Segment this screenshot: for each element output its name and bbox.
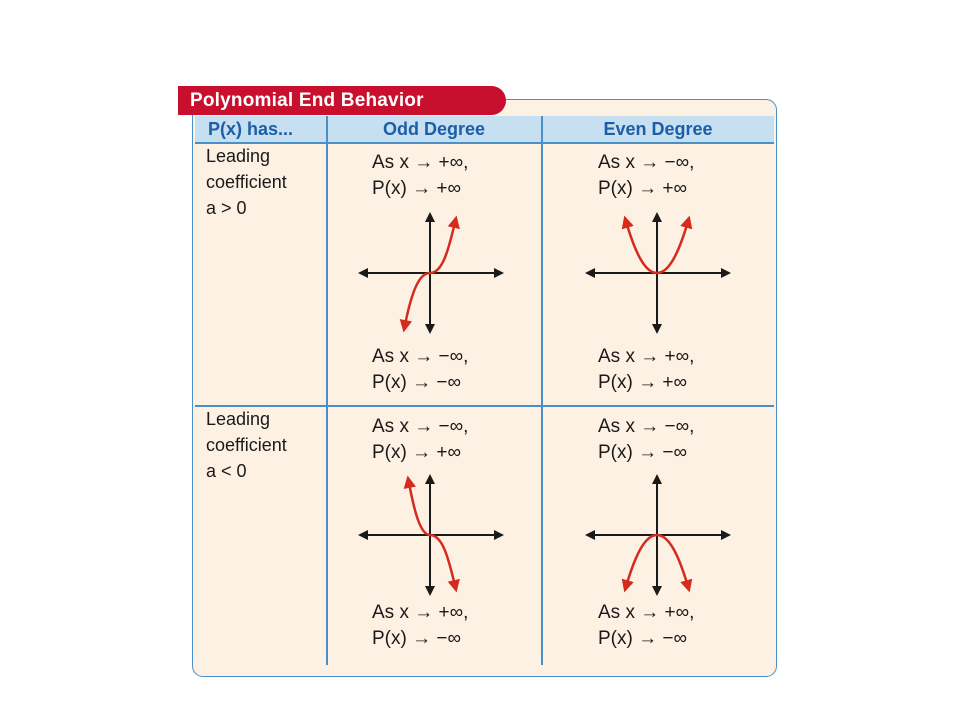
- odd-degree-header: Odd Degree: [327, 116, 541, 143]
- even-negative-bottom-statement: As x → +∞, P(x) → −∞: [598, 600, 694, 652]
- statement-line: P(x) → −∞: [372, 628, 462, 649]
- statement-line: As x → +∞,: [598, 602, 695, 623]
- statement-line: P(x) → −∞: [372, 372, 462, 393]
- even-degree-header: Even Degree: [542, 116, 774, 143]
- odd-negative-bottom-statement: As x → +∞, P(x) → −∞: [372, 600, 468, 652]
- statement-line: As x → +∞,: [372, 602, 469, 623]
- odd-positive-top-statement: As x → +∞, P(x) → +∞: [372, 150, 468, 202]
- row-label-line: Leading: [206, 409, 271, 429]
- curve: [403, 475, 460, 593]
- row-header-text: P(x) has...: [208, 119, 294, 139]
- even-degree-header-text: Even Degree: [603, 119, 713, 139]
- curve: [621, 533, 693, 593]
- statement-line: P(x) → +∞: [598, 178, 688, 199]
- odd-degree-rising-curve-icon: [358, 212, 504, 334]
- row-label-line: a < 0: [206, 461, 247, 481]
- odd-degree-header-text: Odd Degree: [382, 119, 486, 139]
- row-label-line: coefficient: [206, 435, 287, 455]
- even-positive-top-statement: As x → −∞, P(x) → +∞: [598, 150, 694, 202]
- even-negative-top-statement: As x → −∞, P(x) → −∞: [598, 414, 694, 466]
- header-band: [195, 116, 774, 143]
- even-degree-downward-parabola-icon: [585, 474, 731, 596]
- statement-line: As x → −∞,: [598, 416, 695, 437]
- statement-line: As x → −∞,: [372, 416, 469, 437]
- row-header-label: P(x) has...: [208, 116, 326, 143]
- statement-line: P(x) → −∞: [598, 442, 688, 463]
- odd-positive-bottom-statement: As x → −∞, P(x) → −∞: [372, 344, 468, 396]
- header-divider: [195, 142, 774, 144]
- statement-line: P(x) → +∞: [372, 178, 462, 199]
- statement-line: P(x) → +∞: [598, 372, 688, 393]
- statement-line: As x → −∞,: [372, 346, 469, 367]
- row-label-line: coefficient: [206, 172, 287, 192]
- odd-degree-falling-curve-icon: [358, 474, 504, 596]
- statement-line: As x → +∞,: [598, 346, 695, 367]
- even-positive-bottom-statement: As x → +∞, P(x) → +∞: [598, 344, 694, 396]
- row-label-negative: Leading coefficient a < 0: [206, 406, 287, 484]
- row-label-line: a > 0: [206, 198, 247, 218]
- odd-negative-top-statement: As x → −∞, P(x) → +∞: [372, 414, 468, 466]
- table-title: Polynomial End Behavior: [178, 86, 506, 115]
- column-divider-right: [541, 116, 543, 665]
- statement-line: As x → −∞,: [598, 152, 695, 173]
- statement-line: P(x) → +∞: [372, 442, 462, 463]
- curve: [621, 215, 693, 275]
- statement-line: As x → +∞,: [372, 152, 469, 173]
- row-label-positive: Leading coefficient a > 0: [206, 143, 287, 221]
- even-degree-upward-parabola-icon: [585, 212, 731, 334]
- curve: [399, 215, 460, 333]
- row-divider: [195, 405, 774, 407]
- statement-line: P(x) → −∞: [598, 628, 688, 649]
- column-divider-left: [326, 116, 328, 665]
- row-label-line: Leading: [206, 146, 271, 166]
